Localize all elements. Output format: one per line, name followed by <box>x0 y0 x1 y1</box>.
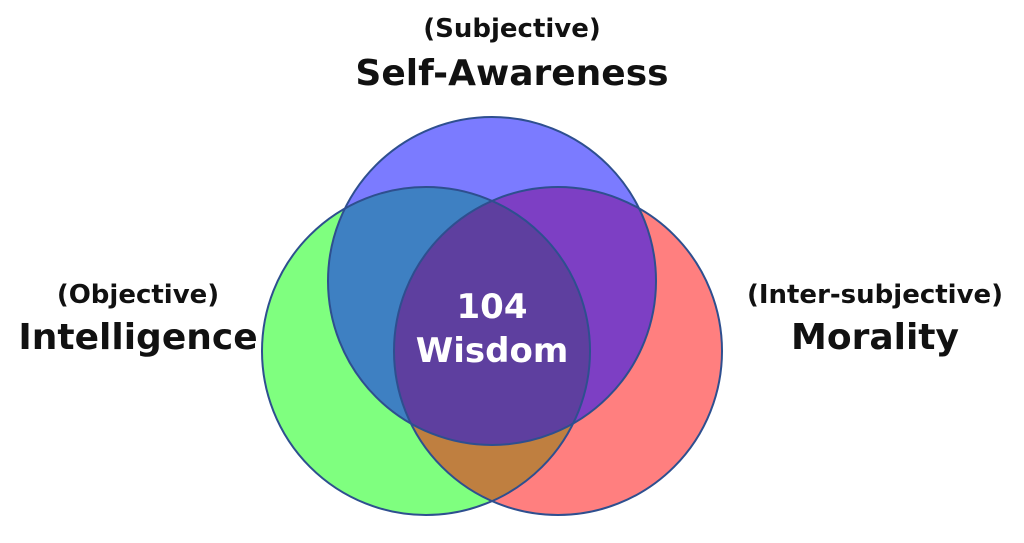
self-awareness-subtitle: (Subjective) <box>423 14 601 44</box>
right-circle-outline <box>393 186 723 516</box>
overlap-center-wisdom <box>394 187 590 445</box>
wisdom-label: Wisdom <box>415 331 569 371</box>
top-circle-outline <box>327 116 657 446</box>
intelligence-subtitle: (Objective) <box>56 280 220 310</box>
label-wisdom: 104 Wisdom <box>392 290 592 368</box>
label-intelligence: (Objective) Intelligence <box>0 282 276 356</box>
morality-title: Morality <box>791 317 959 358</box>
label-self-awareness: (Subjective) Self-Awareness <box>312 16 712 92</box>
intelligence-title: Intelligence <box>18 317 258 358</box>
wisdom-number: 104 <box>456 287 528 327</box>
label-morality: (Inter-subjective) Morality <box>726 282 1024 356</box>
self-awareness-title: Self-Awareness <box>355 53 669 94</box>
morality-subtitle: (Inter-subjective) <box>746 280 1004 310</box>
left-circle-outline <box>261 186 591 516</box>
